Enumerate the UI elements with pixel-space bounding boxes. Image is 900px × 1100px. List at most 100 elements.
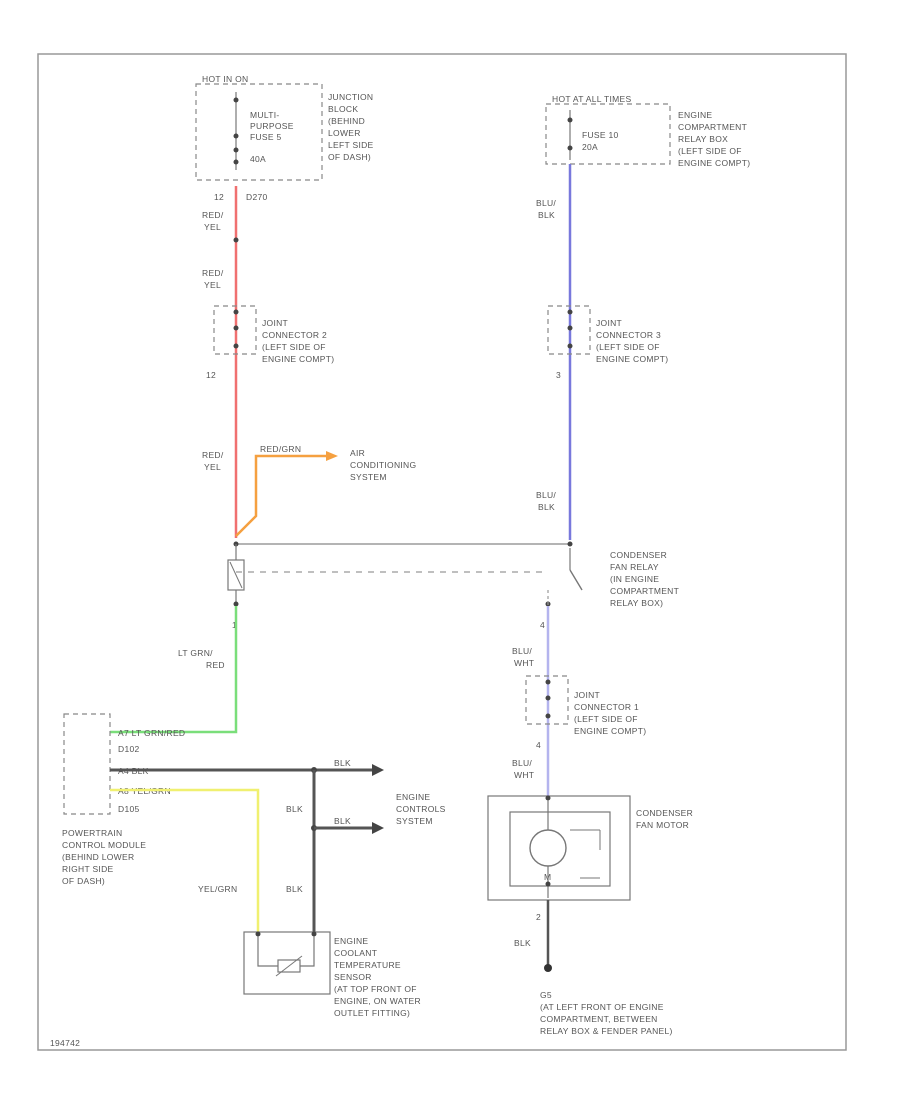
red-yel-label-2a: RED/	[202, 268, 224, 278]
ground-line-1: (AT LEFT FRONT OF ENGINE	[540, 1002, 664, 1012]
pcm-line-3: RIGHT SIDE	[62, 864, 114, 874]
red-yel-label-1b: YEL	[204, 222, 221, 232]
jc2-line-1: CONNECTOR 2	[262, 330, 327, 340]
ac-line-1: CONDITIONING	[350, 460, 416, 470]
blu-blk-label-2b: BLK	[538, 502, 555, 512]
red-yel-label-2b: YEL	[204, 280, 221, 290]
joint-connector-1: JOINT CONNECTOR 1 (LEFT SIDE OF ENGINE C…	[525, 675, 646, 736]
ec-line-2: SYSTEM	[396, 816, 433, 826]
junction-loc-5: OF DASH)	[328, 152, 371, 162]
jc1-line-1: CONNECTOR 1	[574, 702, 639, 712]
ground-line-2: COMPARTMENT, BETWEEN	[540, 1014, 658, 1024]
fuse-pin-12: 12	[214, 192, 224, 202]
red-grn-wire	[235, 454, 326, 537]
relay-pin-right: 4	[540, 620, 545, 630]
fuse-line-3: 40A	[250, 154, 266, 164]
relay-box-fuse: HOT AT ALL TIMES FUSE 10 20A ENGINE COMP…	[545, 94, 750, 168]
condenser-fan-motor: M CONDENSER FAN MOTOR	[487, 795, 693, 901]
engine-coolant-temp-sensor: ENGINE COOLANT TEMPERATURE SENSOR (AT TO…	[243, 931, 421, 1018]
relay-loc-1: COMPARTMENT	[678, 122, 747, 132]
blu-wht-label-1b: WHT	[514, 658, 534, 668]
relay-fuse-line-0: FUSE 10	[582, 130, 619, 140]
jc3-line-0: JOINT	[596, 318, 622, 328]
lt-grn-red-label-b: RED	[206, 660, 225, 670]
blu-wht-label-1a: BLU/	[512, 646, 532, 656]
joint-connector-2: JOINT CONNECTOR 2 (LEFT SIDE OF ENGINE C…	[213, 305, 334, 364]
jc3-line-3: ENGINE COMPT)	[596, 354, 668, 364]
powertrain-control-module: A7 LT GRN/RED D102 A4 BLK A8 YEL/GRN D10…	[62, 713, 185, 886]
relay-box-power-label: HOT AT ALL TIMES	[552, 94, 631, 104]
diagram-id: 194742	[50, 1038, 80, 1048]
fan-line-1: FAN MOTOR	[636, 820, 689, 830]
relay-line-1: FAN RELAY	[610, 562, 659, 572]
pcm-line-4: OF DASH)	[62, 876, 105, 886]
blu-blk-label-2a: BLU/	[536, 490, 556, 500]
jc3-line-2: (LEFT SIDE OF	[596, 342, 660, 352]
fuse-line-1: PURPOSE	[250, 121, 294, 131]
pcm-pin-1: D102	[118, 744, 140, 754]
condenser-fan-relay: CONDENSER FAN RELAY (IN ENGINE COMPARTME…	[227, 541, 679, 608]
jc3-line-1: CONNECTOR 3	[596, 330, 661, 340]
blu-blk-label-1a: BLU/	[536, 198, 556, 208]
ground-line-3: RELAY BOX & FENDER PANEL)	[540, 1026, 673, 1036]
jc2-line-2: (LEFT SIDE OF	[262, 342, 326, 352]
blk-label-3: BLK	[286, 804, 303, 814]
relay-fuse-line-1: 20A	[582, 142, 598, 152]
blk-label-ground: BLK	[514, 938, 531, 948]
jc2-pin: 12	[206, 370, 216, 380]
joint-connector-3: JOINT CONNECTOR 3 (LEFT SIDE OF ENGINE C…	[547, 305, 668, 364]
relay-loc-3: (LEFT SIDE OF	[678, 146, 742, 156]
fuse-box-power-label: HOT IN ON	[202, 74, 248, 84]
relay-loc-0: ENGINE	[678, 110, 712, 120]
junction-block-fuse: HOT IN ON MULTI- PURPOSE FUSE 5 40A JUNC…	[195, 74, 373, 181]
engine-controls-arrow-2	[372, 822, 384, 834]
diagram-frame	[37, 53, 847, 1051]
pcm-pin-0: A7 LT GRN/RED	[118, 728, 185, 738]
red-yel-label-3a: RED/	[202, 450, 224, 460]
jc1-line-2: (LEFT SIDE OF	[574, 714, 638, 724]
blk-label-1: BLK	[334, 758, 351, 768]
ect-line-1: COOLANT	[334, 948, 377, 958]
ec-line-0: ENGINE	[396, 792, 430, 802]
blk-label-4: BLK	[286, 884, 303, 894]
lt-grn-red-label-a: LT GRN/	[178, 648, 213, 658]
relay-line-0: CONDENSER	[610, 550, 667, 560]
relay-pin-left: 1	[232, 620, 237, 630]
ac-line-2: SYSTEM	[350, 472, 387, 482]
blk-label-2: BLK	[334, 816, 351, 826]
junction-loc-3: LOWER	[328, 128, 361, 138]
ect-line-2: TEMPERATURE	[334, 960, 401, 970]
jc1-pin: 4	[536, 740, 541, 750]
jc1-line-0: JOINT	[574, 690, 600, 700]
ac-line-0: AIR	[350, 448, 365, 458]
yel-grn-label: YEL/GRN	[198, 884, 237, 894]
ect-line-4: (AT TOP FRONT OF	[334, 984, 417, 994]
yel-grn-wire	[110, 788, 260, 932]
blu-wht-label-2b: WHT	[514, 770, 534, 780]
relay-loc-4: ENGINE COMPT)	[678, 158, 750, 168]
jc2-line-3: ENGINE COMPT)	[262, 354, 334, 364]
engine-controls-arrow-1	[372, 764, 384, 776]
pcm-pin-4: D105	[118, 804, 140, 814]
junction-loc-0: JUNCTION	[328, 92, 373, 102]
junction-loc-2: (BEHIND	[328, 116, 365, 126]
jc2-line-0: JOINT	[262, 318, 288, 328]
relay-line-2: (IN ENGINE	[610, 574, 659, 584]
jc1-line-3: ENGINE COMPT)	[574, 726, 646, 736]
pcm-line-0: POWERTRAIN	[62, 828, 122, 838]
fan-pin-bottom: 2	[536, 912, 541, 922]
ect-line-0: ENGINE	[334, 936, 368, 946]
ect-line-5: ENGINE, ON WATER	[334, 996, 421, 1006]
red-grn-label: RED/GRN	[260, 444, 301, 454]
fuse-line-0: MULTI-	[250, 110, 280, 120]
pcm-line-2: (BEHIND LOWER	[62, 852, 134, 862]
ect-line-3: SENSOR	[334, 972, 372, 982]
ec-line-1: CONTROLS	[396, 804, 446, 814]
blu-blk-label-1b: BLK	[538, 210, 555, 220]
jc3-pin: 3	[556, 370, 561, 380]
fuse-connector-d270: D270	[246, 192, 268, 202]
lt-grn-red-wire	[110, 606, 238, 734]
fuse-line-2: FUSE 5	[250, 132, 282, 142]
pcm-line-1: CONTROL MODULE	[62, 840, 146, 850]
